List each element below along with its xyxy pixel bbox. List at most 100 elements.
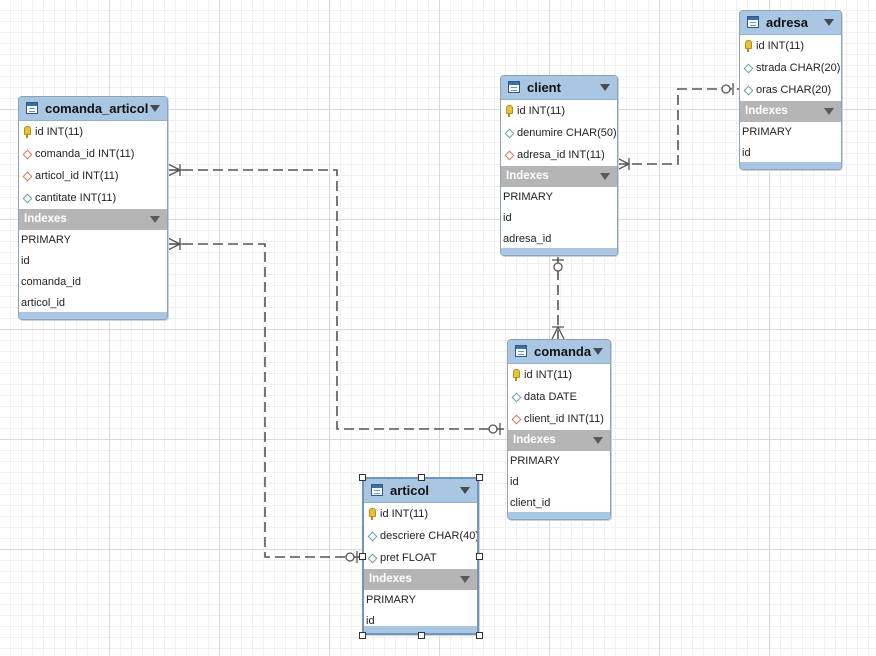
table-comanda[interactable]: comanda id INT(11) data DATE client_id I… <box>507 339 611 520</box>
column-label: id INT(11) <box>524 369 573 381</box>
index-row[interactable]: comanda_id <box>21 276 81 288</box>
column-row[interactable]: id INT(11) <box>501 100 617 122</box>
indexes-label: Indexes <box>513 434 556 446</box>
indexes-header[interactable]: Indexes <box>740 101 841 122</box>
index-row[interactable]: PRIMARY <box>21 234 71 246</box>
crowfoot-comanda_articol-1 <box>167 163 184 177</box>
index-row[interactable]: id <box>742 147 751 159</box>
foreign-key-icon <box>511 414 522 425</box>
table-title: comanda_articol <box>45 101 149 116</box>
column-label: id INT(11) <box>35 126 84 138</box>
table-header[interactable]: adresa <box>740 11 841 35</box>
collapse-arrow-icon[interactable] <box>593 348 603 355</box>
table-comanda_articol[interactable]: comanda_articol id INT(11) comanda_id IN… <box>18 96 168 320</box>
column-row[interactable]: adresa_id INT(11) <box>501 144 617 166</box>
collapse-arrow-icon[interactable] <box>600 173 610 180</box>
column-row[interactable]: data DATE <box>508 386 610 408</box>
table-adresa[interactable]: adresa id INT(11) strada CHAR(20) oras C… <box>739 10 842 170</box>
primary-key-icon <box>513 369 520 381</box>
resize-handle-middle-right[interactable] <box>476 553 483 560</box>
circle-end-comanda <box>488 424 498 434</box>
collapse-arrow-icon[interactable] <box>593 437 603 444</box>
circle-end-articol <box>345 552 355 562</box>
column-row[interactable]: denumire CHAR(50) <box>501 122 617 144</box>
column-label: descriere CHAR(40) <box>380 530 479 542</box>
table-icon <box>515 345 527 357</box>
foreign-key-icon <box>22 149 33 160</box>
resize-handle-top-right[interactable] <box>476 474 483 481</box>
column-label: id INT(11) <box>380 508 429 520</box>
column-label: articol_id INT(11) <box>35 170 119 182</box>
index-row[interactable]: id <box>510 476 519 488</box>
column-row[interactable]: strada CHAR(20) <box>740 57 841 79</box>
column-row[interactable]: id INT(11) <box>508 364 610 386</box>
column-row[interactable]: comanda_id INT(11) <box>19 143 167 165</box>
table-header[interactable]: client <box>501 76 617 100</box>
table-header[interactable]: articol <box>364 479 477 503</box>
table-footer <box>19 312 167 319</box>
resize-handle-top-left[interactable] <box>359 474 366 481</box>
index-row[interactable]: client_id <box>510 497 551 509</box>
table-footer <box>508 512 610 519</box>
circle-end-adresa <box>721 84 731 94</box>
table-icon <box>371 484 383 496</box>
index-row[interactable]: PRIMARY <box>510 455 560 467</box>
resize-handle-bottom-right[interactable] <box>476 632 483 639</box>
crowfoot-comanda_articol-2 <box>167 237 184 251</box>
column-label: denumire CHAR(50) <box>517 127 617 139</box>
indexes-header[interactable]: Indexes <box>364 569 477 590</box>
index-row[interactable]: PRIMARY <box>366 594 416 606</box>
column-icon <box>504 128 515 139</box>
column-icon <box>367 531 378 542</box>
column-row[interactable]: client_id INT(11) <box>508 408 610 430</box>
column-row[interactable]: descriere CHAR(40) <box>364 525 477 547</box>
connector-comanda_articol-comanda <box>168 169 507 430</box>
collapse-arrow-icon[interactable] <box>824 108 834 115</box>
primary-key-icon <box>745 40 752 52</box>
column-icon <box>743 63 754 74</box>
column-row[interactable]: id INT(11) <box>364 503 477 525</box>
column-label: id INT(11) <box>517 105 566 117</box>
indexes-header[interactable]: Indexes <box>508 430 610 451</box>
column-label: client_id INT(11) <box>524 413 604 425</box>
primary-key-icon <box>24 126 31 138</box>
index-row[interactable]: id <box>366 615 375 627</box>
indexes-header[interactable]: Indexes <box>19 209 167 230</box>
index-row[interactable]: PRIMARY <box>503 191 553 203</box>
table-client[interactable]: client id INT(11) denumire CHAR(50) adre… <box>500 75 618 256</box>
index-row[interactable]: id <box>503 212 512 224</box>
column-row[interactable]: id INT(11) <box>740 35 841 57</box>
collapse-arrow-icon[interactable] <box>600 84 610 91</box>
collapse-arrow-icon[interactable] <box>460 576 470 583</box>
index-row[interactable]: id <box>21 255 30 267</box>
resize-handle-bottom-left[interactable] <box>359 632 366 639</box>
collapse-arrow-icon[interactable] <box>460 487 470 494</box>
column-label: pret FLOAT <box>380 552 437 564</box>
collapse-arrow-icon[interactable] <box>824 19 834 26</box>
table-articol[interactable]: articol id INT(11) descriere CHAR(40) pr… <box>362 477 479 635</box>
table-icon <box>747 16 759 28</box>
table-header[interactable]: comanda <box>508 340 610 364</box>
column-row[interactable]: id INT(11) <box>19 121 167 143</box>
column-icon <box>22 193 33 204</box>
index-row[interactable]: adresa_id <box>503 233 552 245</box>
collapse-arrow-icon[interactable] <box>150 216 160 223</box>
table-header[interactable]: comanda_articol <box>19 97 167 121</box>
indexes-header[interactable]: Indexes <box>501 166 617 187</box>
resize-handle-bottom-center[interactable] <box>418 632 425 639</box>
column-row[interactable]: articol_id INT(11) <box>19 165 167 187</box>
resize-handle-top-center[interactable] <box>418 474 425 481</box>
index-row[interactable]: PRIMARY <box>742 126 792 138</box>
table-icon <box>508 81 520 93</box>
column-row[interactable]: oras CHAR(20) <box>740 79 841 101</box>
indexes-label: Indexes <box>745 105 788 117</box>
resize-handle-middle-left[interactable] <box>359 553 366 560</box>
column-row[interactable]: pret FLOAT <box>364 547 477 569</box>
indexes-label: Indexes <box>506 170 549 182</box>
primary-key-icon <box>369 508 376 520</box>
column-row[interactable]: cantitate INT(11) <box>19 187 167 209</box>
column-icon <box>367 553 378 564</box>
index-row[interactable]: articol_id <box>21 297 66 309</box>
collapse-arrow-icon[interactable] <box>150 105 160 112</box>
